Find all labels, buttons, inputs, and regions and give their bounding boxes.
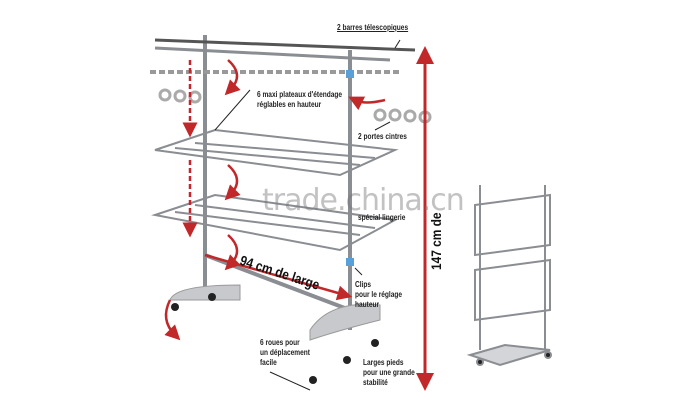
small-rack-thumbnail [466, 185, 552, 367]
label-trays-2: réglables en hauteur [257, 100, 322, 109]
label-feet-1: Larges pieds [363, 358, 404, 367]
label-clips-1: Clips [355, 280, 372, 289]
label-clips-3: hauteur [355, 300, 380, 309]
label-wheels-1: 6 roues pour [260, 338, 300, 347]
leader-lines [214, 39, 401, 391]
label-wheels-2: un déplacement [260, 348, 310, 357]
label-trays-1: 6 maxi plateaux d'étendage [257, 90, 343, 99]
label-feet-3: stabilité [363, 378, 388, 387]
label-clips-2: pour le réglage [355, 290, 403, 299]
label-telescopic-bars: 2 barres télescopiques [337, 23, 409, 32]
label-wheels-3: facile [260, 358, 277, 367]
label-height: 147 cm de [428, 212, 444, 270]
main-rack [150, 35, 432, 384]
watermark: trade.china.cn [262, 183, 465, 218]
red-arrows [164, 46, 434, 391]
label-feet-2: pour une grande [363, 368, 415, 377]
label-lingerie: spécial lingerie [358, 213, 406, 222]
label-hanger-holders: 2 portes cintres [358, 132, 407, 141]
